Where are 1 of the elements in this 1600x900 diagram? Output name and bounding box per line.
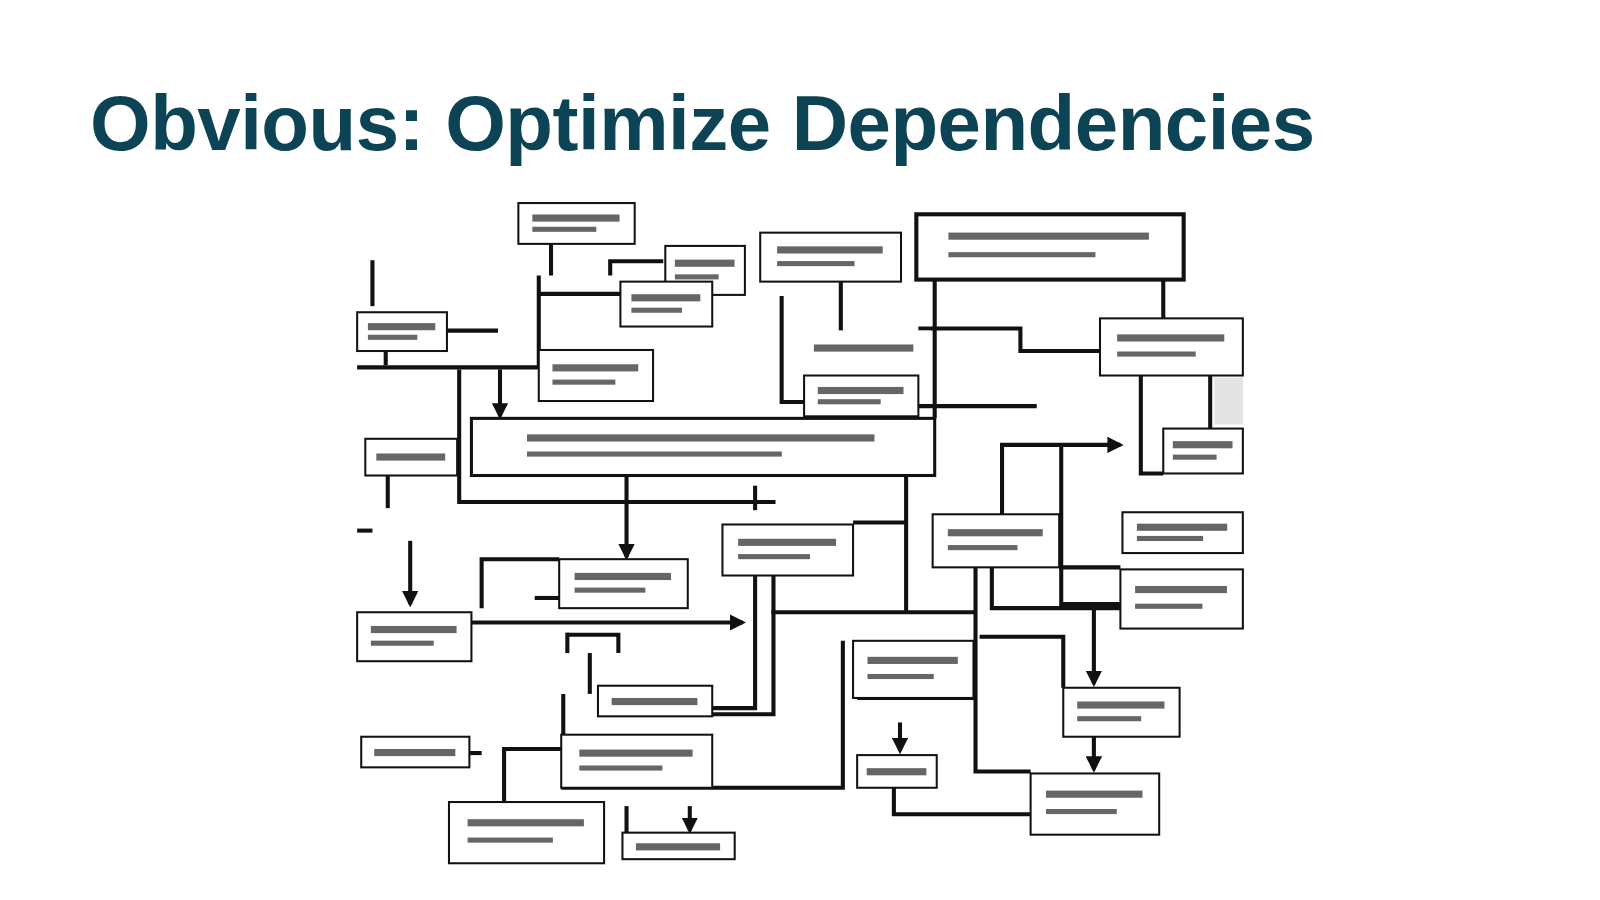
slide-title: Obvious: Optimize Dependencies	[90, 78, 1315, 169]
